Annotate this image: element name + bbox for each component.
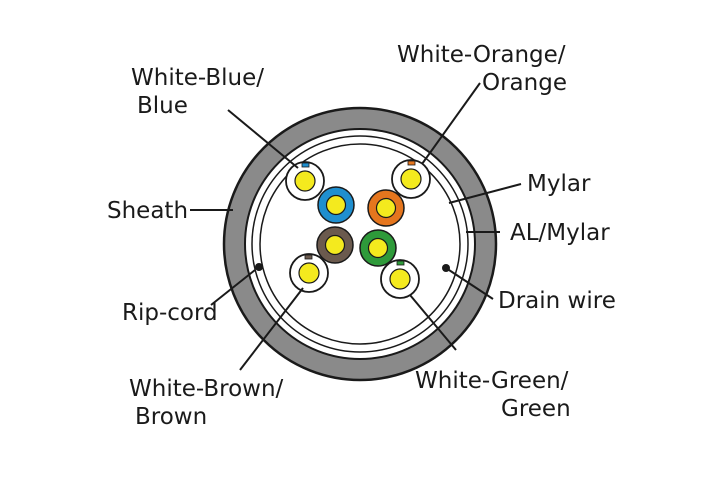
leader-white-orange [421, 82, 481, 165]
wire-white-blue [285, 161, 325, 201]
label-white-blue-line2: Blue [137, 93, 188, 119]
leader-rip-cord [210, 269, 256, 306]
label-white-orange-line2: Orange [482, 70, 567, 96]
label-sheath: Sheath [107, 198, 188, 224]
wire-white-orange [391, 159, 431, 199]
label-white-blue: White-Blue/Blue [131, 65, 264, 119]
mylar-ring [259, 143, 461, 345]
label-white-brown-line2: Brown [135, 404, 207, 430]
leader-drain-wire [448, 269, 494, 300]
label-white-green: White-Green/Green [415, 368, 571, 422]
label-mylar: Mylar [527, 171, 591, 197]
label-white-blue-line1: White-Blue/ [131, 65, 264, 91]
al-mylar-ring [251, 135, 469, 353]
label-rip-cord: Rip-cord [122, 300, 218, 326]
wire-brown [316, 226, 354, 264]
label-al-mylar: AL/Mylar [510, 220, 610, 246]
wire-blue [317, 186, 355, 224]
label-drain-wire: Drain wire [498, 288, 616, 314]
leader-white-blue [227, 109, 299, 169]
leader-lines [190, 82, 522, 371]
wire-white-brown [289, 253, 329, 293]
leader-white-brown [239, 287, 304, 371]
label-white-orange: White-Orange/Orange [397, 42, 567, 96]
label-white-brown-line1: White-Brown/ [129, 376, 284, 402]
label-white-brown: White-Brown/Brown [129, 376, 284, 430]
leader-mylar [448, 183, 522, 204]
rip-cord-dot [255, 263, 263, 271]
wire-orange [367, 189, 405, 227]
wire-green [359, 229, 397, 267]
label-white-green-line2: Green [501, 396, 571, 422]
drain-wire-dot [442, 264, 450, 272]
label-white-orange-line1: White-Orange/ [397, 42, 566, 68]
label-white-green-line1: White-Green/ [415, 368, 569, 394]
wire-white-green [380, 259, 420, 299]
leader-white-green [409, 294, 457, 351]
